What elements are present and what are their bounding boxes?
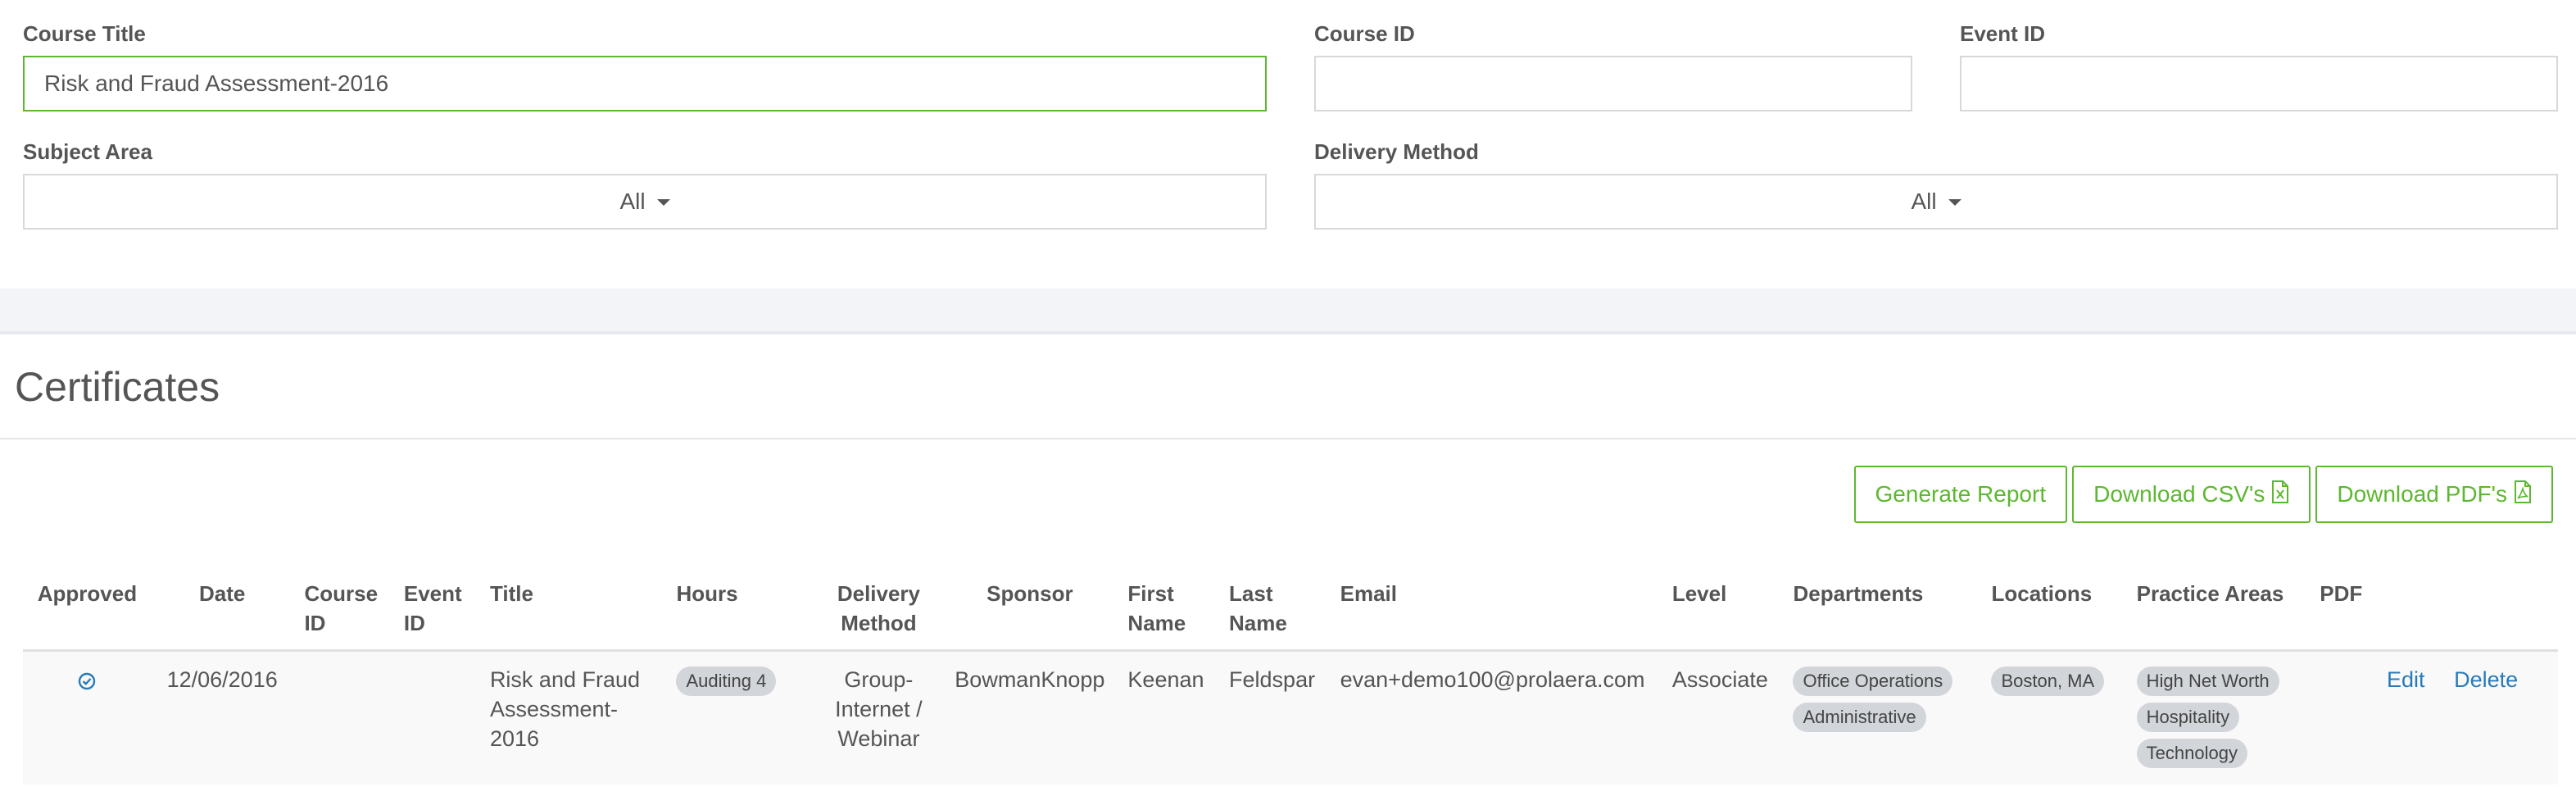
course-title-label: Course Title xyxy=(23,21,146,46)
col-locations[interactable]: Locations xyxy=(1980,572,2125,652)
download-pdf-label: Download PDF's xyxy=(2337,481,2507,507)
subject-area-label: Subject Area xyxy=(23,139,152,164)
col-date[interactable]: Date xyxy=(151,572,293,652)
col-email[interactable]: Email xyxy=(1328,572,1661,652)
download-pdf-button[interactable]: Download PDF's xyxy=(2315,466,2553,523)
event-id-label: Event ID xyxy=(1960,21,2046,46)
cell-approved xyxy=(23,650,152,785)
col-title[interactable]: Title xyxy=(478,572,665,652)
course-title-field: Course Title xyxy=(23,21,1267,113)
excel-file-icon xyxy=(2271,480,2289,509)
cell-departments: Office Operations Administrative xyxy=(1781,650,1980,785)
course-id-label: Course ID xyxy=(1314,21,1415,46)
generate-report-label: Generate Report xyxy=(1875,481,2047,507)
generate-report-button[interactable]: Generate Report xyxy=(1853,466,2068,523)
location-badge: Boston, MA xyxy=(1991,666,2105,696)
cell-title: Risk and Fraud Assessment- 2016 xyxy=(478,650,665,785)
cell-delivery-method: Group- Internet / Webinar xyxy=(814,650,944,785)
filter-form: Course Title Course ID Event ID Subject … xyxy=(0,0,2576,289)
table-row: 12/06/2016 Risk and Fraud Assessment- 20… xyxy=(23,650,2558,785)
practice-area-badge: Technology xyxy=(2136,739,2247,768)
delivery-method-select[interactable]: All xyxy=(1314,174,2558,230)
edit-link[interactable]: Edit xyxy=(2387,667,2425,692)
cell-event-id xyxy=(392,650,478,785)
cell-locations: Boston, MA xyxy=(1980,650,2125,785)
col-pdf[interactable]: PDF xyxy=(2308,572,2376,652)
cell-email: evan+demo100@prolaera.com xyxy=(1328,650,1661,785)
cell-course-id xyxy=(293,650,392,785)
col-hours[interactable]: Hours xyxy=(664,572,814,652)
practice-area-badge: High Net Worth xyxy=(2136,666,2279,696)
caret-down-icon xyxy=(1948,199,1961,206)
delivery-method-label: Delivery Method xyxy=(1314,139,1479,164)
department-badge: Office Operations xyxy=(1793,666,1953,696)
cell-hours: Auditing 4 xyxy=(664,650,814,785)
col-departments[interactable]: Departments xyxy=(1781,572,1980,652)
cell-practice-areas: High Net Worth Hospitality Technology xyxy=(2125,650,2309,785)
col-level[interactable]: Level xyxy=(1660,572,1782,652)
col-sponsor[interactable]: Sponsor xyxy=(943,572,1117,652)
cell-actions: Edit Delete xyxy=(2375,650,2558,785)
certificates-panel: Certificates Generate Report Download CS… xyxy=(0,334,2576,787)
cell-last-name: Feldspar xyxy=(1218,650,1329,785)
panel-divider xyxy=(0,438,2576,439)
pdf-file-icon xyxy=(2514,480,2532,509)
download-csv-button[interactable]: Download CSV's xyxy=(2072,466,2311,523)
col-approved[interactable]: Approved xyxy=(23,572,152,652)
subject-area-field: Subject Area All xyxy=(23,139,1267,231)
caret-down-icon xyxy=(656,199,670,206)
course-id-field: Course ID xyxy=(1314,21,1912,113)
cell-date: 12/06/2016 xyxy=(151,650,293,785)
cell-pdf xyxy=(2308,650,2376,785)
course-id-input[interactable] xyxy=(1314,56,1912,111)
event-id-input[interactable] xyxy=(1960,56,2558,111)
cell-sponsor: BowmanKnopp xyxy=(943,650,1117,785)
subject-area-select[interactable]: All xyxy=(23,174,1267,230)
delete-link[interactable]: Delete xyxy=(2454,667,2519,692)
section-divider xyxy=(0,289,2576,334)
panel-title: Certificates xyxy=(15,364,220,410)
cell-level: Associate xyxy=(1660,650,1782,785)
event-id-field: Event ID xyxy=(1960,21,2558,113)
practice-area-badge: Hospitality xyxy=(2136,703,2240,732)
delivery-method-field: Delivery Method All xyxy=(1314,139,2558,231)
course-title-input[interactable] xyxy=(23,56,1267,111)
subject-area-selected: All xyxy=(619,189,646,214)
department-badge: Administrative xyxy=(1793,703,1926,732)
cell-first-name: Keenan xyxy=(1116,650,1218,785)
delivery-method-selected: All xyxy=(1911,189,1937,214)
check-circle-icon xyxy=(78,668,96,698)
hours-badge: Auditing 4 xyxy=(676,666,777,696)
report-actions: Generate Report Download CSV's Download … xyxy=(1853,466,2553,523)
col-actions xyxy=(2375,572,2558,652)
download-csv-label: Download CSV's xyxy=(2093,481,2265,507)
col-practice-areas[interactable]: Practice Areas xyxy=(2125,572,2309,652)
